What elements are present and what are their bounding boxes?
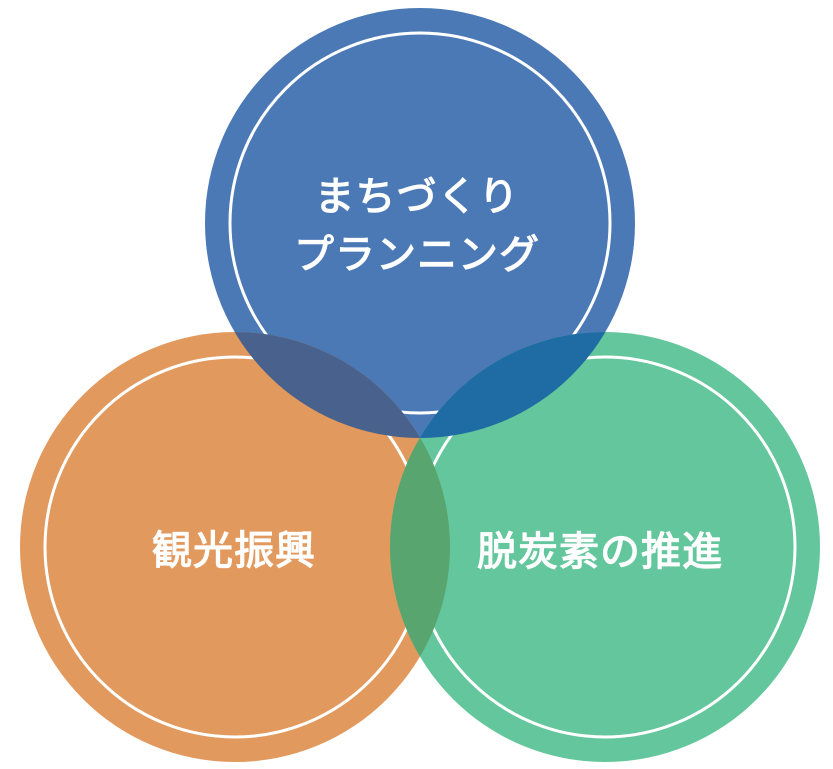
- label-tourism-promotion: 観光振興: [152, 529, 316, 573]
- circle-machizukuri-planning: [205, 8, 635, 438]
- label-decarbonization: 脱炭素の推進: [477, 530, 723, 574]
- inner-ring-top-circle: [228, 31, 612, 415]
- circle-decarbonization: [390, 332, 820, 762]
- circle-tourism-promotion: [20, 332, 450, 762]
- label-planning: プランニング: [294, 233, 540, 277]
- label-machizukuri: まちづくり: [315, 175, 520, 219]
